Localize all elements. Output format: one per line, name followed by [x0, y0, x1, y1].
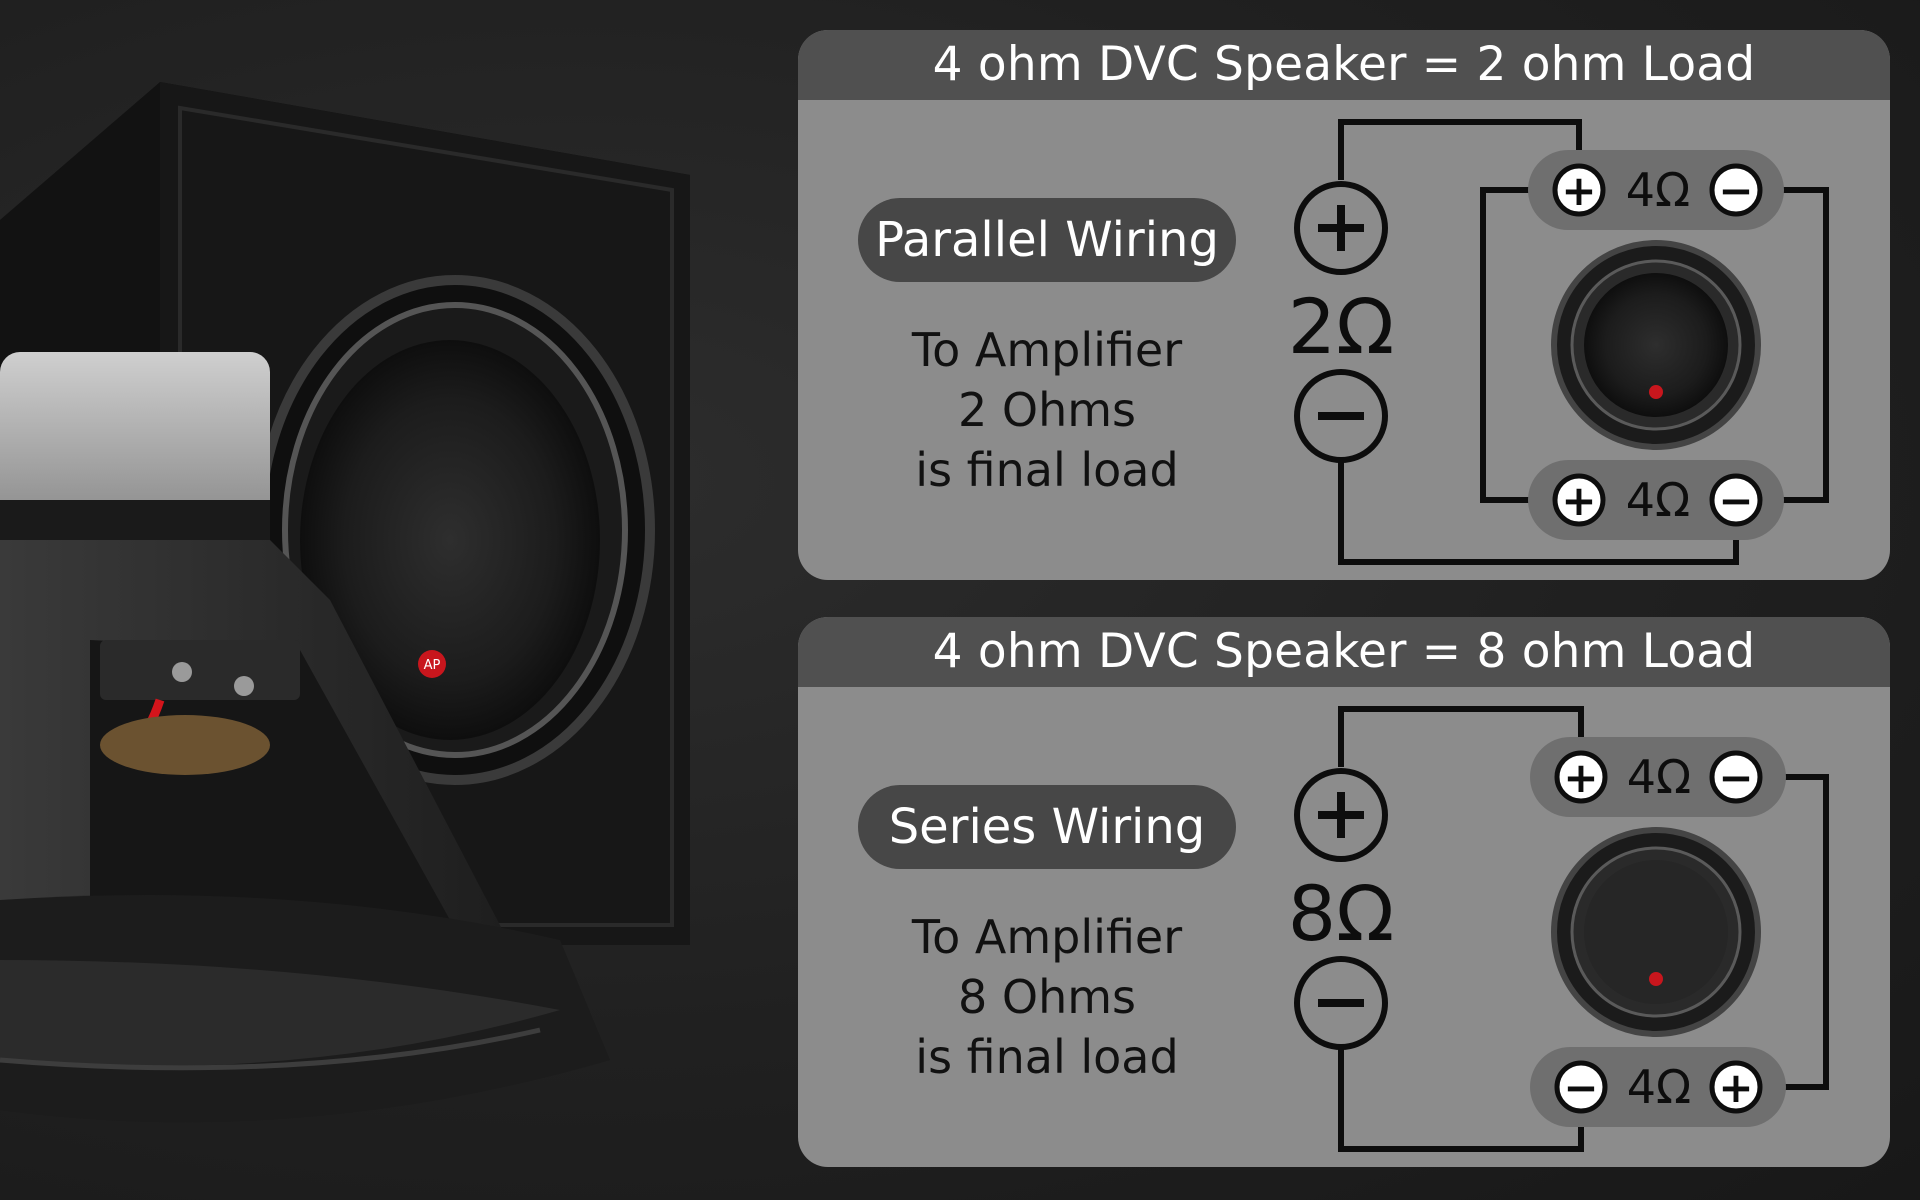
amp-line-2: 2 Ohms [957, 383, 1137, 437]
panel-title: 4 ohm DVC Speaker = 8 ohm Load [798, 617, 1890, 687]
brand-badge-icon [418, 650, 446, 678]
coil-impedance: 4Ω [1627, 1060, 1691, 1114]
wiring-type-badge: Series Wiring [858, 785, 1236, 869]
voice-coil-bottom: + 4Ω − [1528, 460, 1784, 540]
amp-negative-terminal-icon [1294, 369, 1388, 463]
subwoofer-product-illustration: AP [0, 82, 690, 1123]
coil-impedance: 4Ω [1626, 163, 1690, 217]
amp-line-3: is final load [915, 443, 1179, 497]
woofer-icon [1551, 827, 1761, 1037]
final-load-value: 8Ω [1288, 869, 1394, 958]
coil-terminal-left: + [1561, 476, 1596, 525]
amp-positive-terminal-icon [1294, 768, 1388, 862]
final-load-value: 2Ω [1288, 282, 1394, 371]
amp-line-2: 8 Ohms [957, 970, 1137, 1024]
subwoofer-driver-icon [0, 352, 610, 1123]
amp-line-1: To Amplifier [911, 323, 1183, 377]
voice-coil-top: + 4Ω − [1530, 737, 1786, 817]
wire-link-positive [1480, 187, 1558, 503]
brand-badge: AP [424, 658, 441, 673]
coil-terminal-left: + [1561, 166, 1596, 215]
parallel-circuit-diagram: 2Ω + 4Ω − + 4Ω − [1288, 119, 1829, 565]
woofer-icon [1551, 240, 1761, 450]
coil-terminal-right: + [1718, 1063, 1753, 1112]
voice-coil-bottom: − 4Ω + [1530, 1047, 1786, 1127]
amp-positive-terminal-icon [1294, 181, 1388, 275]
coil-terminal-right: − [1718, 476, 1753, 525]
series-wiring-panel: 4 ohm DVC Speaker = 8 ohm Load Series Wi… [798, 617, 1890, 1167]
amplifier-load-text: To Amplifier 2 Ohms is final load [858, 320, 1236, 500]
panel-title: 4 ohm DVC Speaker = 2 ohm Load [798, 30, 1890, 100]
amp-line-1: To Amplifier [911, 910, 1183, 964]
series-circuit-diagram: 8Ω + 4Ω − − 4Ω + [1288, 706, 1829, 1152]
wiring-type-badge: Parallel Wiring [858, 198, 1236, 282]
coil-terminal-right: − [1718, 166, 1753, 215]
coil-terminal-right: − [1718, 753, 1753, 802]
voice-coil-top: + 4Ω − [1528, 150, 1784, 230]
amp-negative-terminal-icon [1294, 956, 1388, 1050]
coil-impedance: 4Ω [1626, 473, 1690, 527]
amplifier-load-text: To Amplifier 8 Ohms is final load [858, 907, 1236, 1087]
coil-impedance: 4Ω [1627, 750, 1691, 804]
wire-series-link [1758, 774, 1829, 1090]
amp-line-3: is final load [915, 1030, 1179, 1084]
coil-terminal-left: − [1563, 1063, 1598, 1112]
parallel-wiring-panel: 4 ohm DVC Speaker = 2 ohm Load Parallel … [798, 30, 1890, 580]
wire-link-negative [1758, 187, 1829, 503]
coil-terminal-left: + [1563, 753, 1598, 802]
